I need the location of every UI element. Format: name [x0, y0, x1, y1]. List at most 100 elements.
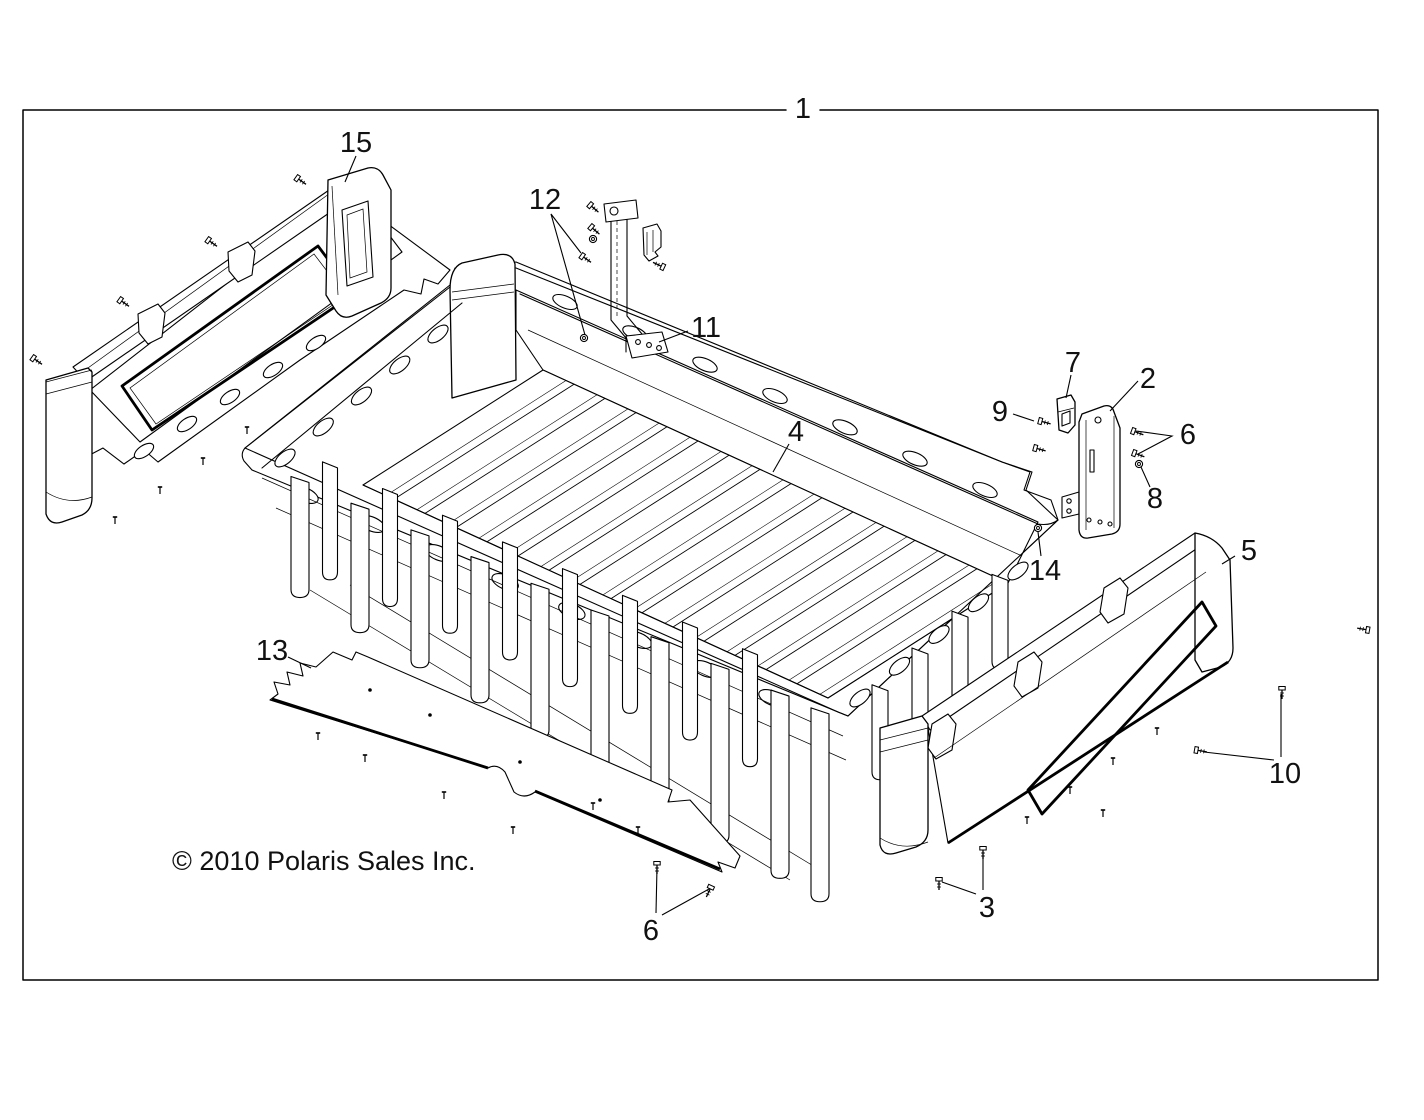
screw-icon — [157, 486, 163, 495]
part-latch-bracket — [642, 223, 662, 262]
skid-plate-hole — [368, 688, 372, 692]
screw-icon — [200, 457, 206, 466]
floor-rib — [641, 497, 823, 614]
part-box-bed — [241, 253, 1059, 903]
floor-rib — [486, 426, 668, 543]
screw-icon — [1129, 426, 1146, 439]
screw-icon — [935, 876, 943, 891]
screw-icon — [587, 222, 603, 238]
callout-2: 2 — [1140, 363, 1156, 395]
rim-bolt-hole — [967, 593, 990, 613]
box-rim-holes — [849, 561, 1029, 708]
side-panel-end-cap-left — [879, 715, 929, 855]
floor-rib — [540, 451, 722, 567]
floor-rib — [424, 398, 606, 514]
floor-rib — [447, 408, 629, 525]
support-leg — [991, 573, 1009, 670]
floor-rib — [703, 525, 885, 642]
screw-icon — [1154, 727, 1160, 736]
support-leg — [410, 529, 430, 669]
nut-icon — [588, 234, 598, 244]
screw-icon — [651, 258, 667, 272]
screw-icon — [1193, 745, 1209, 756]
screw-icon — [509, 826, 517, 835]
floor-rib — [517, 440, 699, 557]
support-leg — [770, 689, 790, 879]
box-support-legs — [290, 475, 830, 903]
screw-icon — [1032, 443, 1048, 455]
screw-icon — [112, 516, 118, 525]
floor-rib — [819, 579, 1001, 695]
side-panel-clip — [1013, 651, 1043, 698]
copyright-text: © 2010 Polaris Sales Inc. — [172, 846, 476, 876]
callout-11: 11 — [691, 312, 721, 344]
screw-icon — [586, 200, 602, 216]
mount-bracket-body — [1078, 404, 1121, 539]
part-mount-bracket — [1061, 404, 1121, 539]
tailgate-bolt-hole — [176, 415, 198, 433]
support-leg — [530, 582, 550, 739]
screw-icon — [314, 732, 322, 741]
side-panel-bottom-edge — [947, 660, 1229, 845]
part-side-panel — [879, 532, 1234, 855]
tailgate-hinge-clip — [227, 241, 256, 283]
screw-icon — [204, 235, 220, 250]
rim-bolt-hole — [849, 688, 871, 708]
screw-icon — [1110, 757, 1116, 766]
floor-rib — [633, 493, 815, 610]
nut-icon — [579, 333, 589, 343]
assembly-border — [22, 109, 1379, 981]
skid-plate-screw-holes — [368, 688, 602, 802]
rim-bolt-hole — [928, 625, 950, 644]
rim-bolt-hole — [427, 324, 449, 344]
box-floor-ribs — [385, 380, 1009, 699]
screw-icon — [578, 251, 594, 266]
floor-rib — [672, 511, 854, 628]
tailgate-backing-holes — [133, 334, 327, 460]
tailgate-bolt-hole — [219, 388, 241, 406]
screw-icon — [1024, 816, 1030, 825]
screw-icon — [293, 173, 309, 188]
tailgate-bolt-hole — [262, 361, 284, 379]
callout-6-lower: 6 — [643, 915, 659, 947]
rim-bolt-hole — [274, 448, 296, 468]
callout-13: 13 — [256, 635, 288, 667]
callout-14: 14 — [1029, 555, 1061, 587]
rim-bolt-hole — [350, 386, 373, 406]
callouts: 1 15 12 11 4 7 2 9 6 8 14 5 13 10 3 6 — [256, 93, 1301, 947]
floor-rib — [796, 568, 978, 685]
floor-rib — [664, 508, 846, 624]
bracket-top-tab — [603, 199, 639, 223]
support-leg — [681, 621, 699, 741]
floor-rib — [393, 383, 575, 500]
floor-rib — [478, 422, 660, 539]
support-leg — [710, 662, 730, 844]
screw-icon — [1067, 786, 1073, 795]
support-leg — [321, 461, 339, 581]
tailgate-hinge-clip — [137, 303, 166, 345]
box-rim-holes — [274, 324, 449, 468]
support-leg — [501, 541, 519, 661]
leader-lines — [287, 155, 1282, 916]
screw-icon — [361, 754, 369, 763]
rim-bolt-hole — [972, 481, 998, 499]
rim-bolt-hole — [312, 417, 334, 437]
rim-bolt-hole — [832, 419, 858, 436]
part-tailgate — [45, 167, 451, 524]
support-leg — [350, 502, 370, 634]
floor-rib — [455, 412, 637, 528]
rim-bolt-hole — [902, 450, 928, 467]
nut-icon — [1033, 523, 1043, 533]
floor-rib — [602, 479, 784, 596]
floor-rib — [788, 564, 970, 681]
rim-bolt-hole — [888, 656, 911, 676]
screw-icon — [1037, 416, 1053, 428]
callout-4: 4 — [788, 416, 804, 448]
box-corner-post — [449, 253, 517, 399]
support-leg — [290, 475, 310, 599]
side-panel-window — [1026, 600, 1218, 816]
floor-rib — [765, 554, 947, 670]
rim-bolt-hole — [389, 355, 411, 375]
skid-plate-hole — [428, 713, 432, 717]
